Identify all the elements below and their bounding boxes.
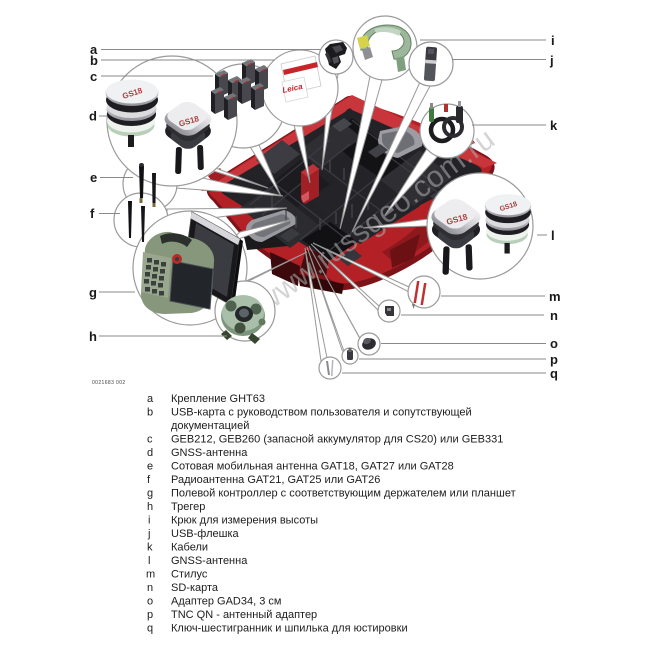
- svg-text:p: p: [147, 609, 153, 621]
- svg-text:g: g: [89, 285, 97, 300]
- svg-text:i: i: [148, 515, 150, 527]
- svg-text:d: d: [89, 109, 97, 124]
- svg-text:0021683 002: 0021683 002: [92, 380, 126, 386]
- svg-text:Сотовая мобильная антенна GAT1: Сотовая мобильная антенна GAT18, GAT27 и…: [171, 461, 454, 473]
- svg-text:c: c: [90, 69, 97, 84]
- svg-text:USB-флешка: USB-флешка: [171, 528, 240, 540]
- svg-text:USB-карта с руководством польз: USB-карта с руководством пользователя и …: [171, 407, 472, 419]
- svg-text:Стилус: Стилус: [171, 569, 208, 581]
- svg-text:Крюк для измерения высоты: Крюк для измерения высоты: [171, 515, 318, 527]
- svg-text:o: o: [147, 596, 153, 608]
- svg-text:f: f: [90, 206, 95, 221]
- svg-text:d: d: [147, 447, 153, 459]
- svg-text:e: e: [147, 461, 153, 473]
- svg-text:q: q: [147, 623, 153, 635]
- svg-text:j: j: [147, 528, 150, 540]
- svg-text:m: m: [146, 569, 155, 581]
- svg-text:h: h: [147, 501, 153, 513]
- svg-text:Кабели: Кабели: [171, 542, 208, 554]
- svg-text:Трегер: Трегер: [171, 501, 205, 513]
- svg-text:b: b: [90, 53, 98, 68]
- svg-text:Leica: Leica: [282, 82, 304, 95]
- svg-text:l: l: [148, 555, 150, 567]
- svg-text:o: o: [550, 336, 558, 351]
- svg-text:n: n: [147, 582, 153, 594]
- svg-text:a: a: [147, 393, 154, 405]
- svg-text:e: e: [90, 170, 97, 185]
- svg-text:c: c: [147, 434, 153, 446]
- svg-text:GNSS-антенна: GNSS-антенна: [171, 555, 248, 567]
- svg-text:i: i: [551, 33, 555, 48]
- svg-text:n: n: [550, 308, 558, 323]
- svg-text:h: h: [89, 329, 97, 344]
- svg-text:Полевой контроллер с соответст: Полевой контроллер с соответствующим дер…: [171, 488, 516, 500]
- svg-text:f: f: [147, 474, 151, 486]
- svg-text:SD-карта: SD-карта: [171, 582, 219, 594]
- svg-text:j: j: [549, 53, 554, 68]
- svg-text:документацией: документацией: [171, 420, 249, 432]
- svg-text:b: b: [147, 407, 153, 419]
- svg-text:Радиоантенна GAT21, GAT25 или: Радиоантенна GAT21, GAT25 или GAT26: [171, 474, 380, 486]
- svg-text:k: k: [550, 118, 558, 133]
- svg-text:q: q: [550, 366, 558, 381]
- svg-text:p: p: [550, 352, 558, 367]
- svg-text:a: a: [90, 42, 98, 57]
- svg-text:Адаптер GAD34, 3 см: Адаптер GAD34, 3 см: [171, 596, 281, 608]
- svg-text:GNSS-антенна: GNSS-антенна: [171, 447, 248, 459]
- svg-text:GEB212, GEB260 (запасной аккум: GEB212, GEB260 (запасной аккумулятор для…: [171, 434, 503, 446]
- svg-text:Ключ-шестигранник и шпилька дл: Ключ-шестигранник и шпилька для юстировк…: [171, 623, 408, 635]
- svg-text:TNC QN - антенный адаптер: TNC QN - антенный адаптер: [171, 609, 317, 621]
- svg-text:Крепление GHT63: Крепление GHT63: [171, 393, 265, 405]
- svg-text:m: m: [549, 289, 561, 304]
- svg-text:k: k: [147, 542, 153, 554]
- svg-text:l: l: [551, 228, 555, 243]
- svg-text:g: g: [147, 488, 153, 500]
